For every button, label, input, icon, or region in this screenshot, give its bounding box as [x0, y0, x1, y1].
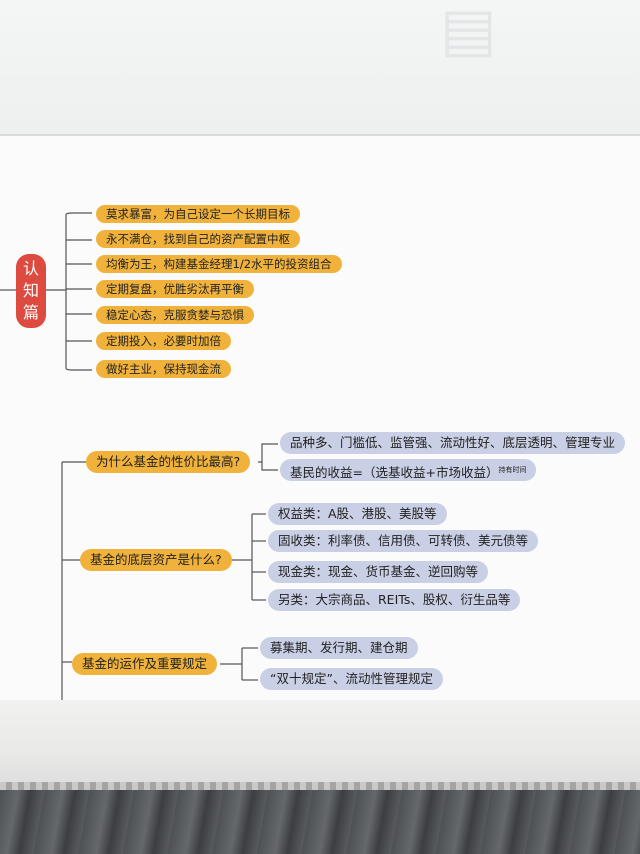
tip-node: 莫求暴富，为自己设定一个长期目标 [96, 205, 300, 223]
answer-node: “双十规定”、流动性管理规定 [260, 668, 443, 690]
answer-node: 品种多、门槛低、监管强、流动性好、底层透明、管理专业 [280, 432, 626, 454]
answer-node: 基民的收益=（选基收益+市场收益）持有时间 [280, 459, 537, 481]
tip-node: 均衡为王，构建基金经理1/2水平的投资组合 [96, 255, 342, 273]
floor [0, 790, 640, 854]
answer-text: 基民的收益=（选基收益+市场收益） [290, 465, 499, 481]
question-node: 基金的运作及重要规定 [72, 653, 218, 675]
category-char: 篇 [22, 303, 39, 322]
question-node: 基金的底层资产是什么? [80, 549, 232, 571]
tip-node: 定期投入，必要时加倍 [96, 332, 231, 350]
answer-node: 权益类：A股、港股、美股等 [268, 503, 447, 525]
answer-node: 募集期、发行期、建仓期 [260, 637, 418, 659]
tip-node: 永不满仓，找到自己的资产配置中枢 [96, 230, 300, 248]
category-char: 知 [22, 281, 39, 300]
background-decoration: ▤ [440, 0, 497, 65]
answer-node: 另类：大宗商品、REITs、股权、衍生品等 [268, 589, 521, 611]
tip-node: 做好主业，保持现金流 [96, 360, 231, 378]
background-top: ▤ [0, 0, 640, 135]
answer-node: 固收类：利率债、信用债、可转债、美元债等 [268, 530, 539, 552]
tip-node: 定期复盘，优胜劣汰再平衡 [96, 280, 254, 298]
category-badge: 认 知 篇 [16, 254, 46, 328]
page-edge [0, 700, 640, 790]
tip-node: 稳定心态，克服贪婪与恐惧 [96, 306, 254, 324]
answer-node: 现金类：现金、货币基金、逆回购等 [268, 561, 489, 583]
answer-superscript: 持有时间 [498, 466, 527, 474]
category-char: 认 [22, 259, 39, 278]
question-node: 为什么基金的性价比最高? [86, 451, 251, 473]
